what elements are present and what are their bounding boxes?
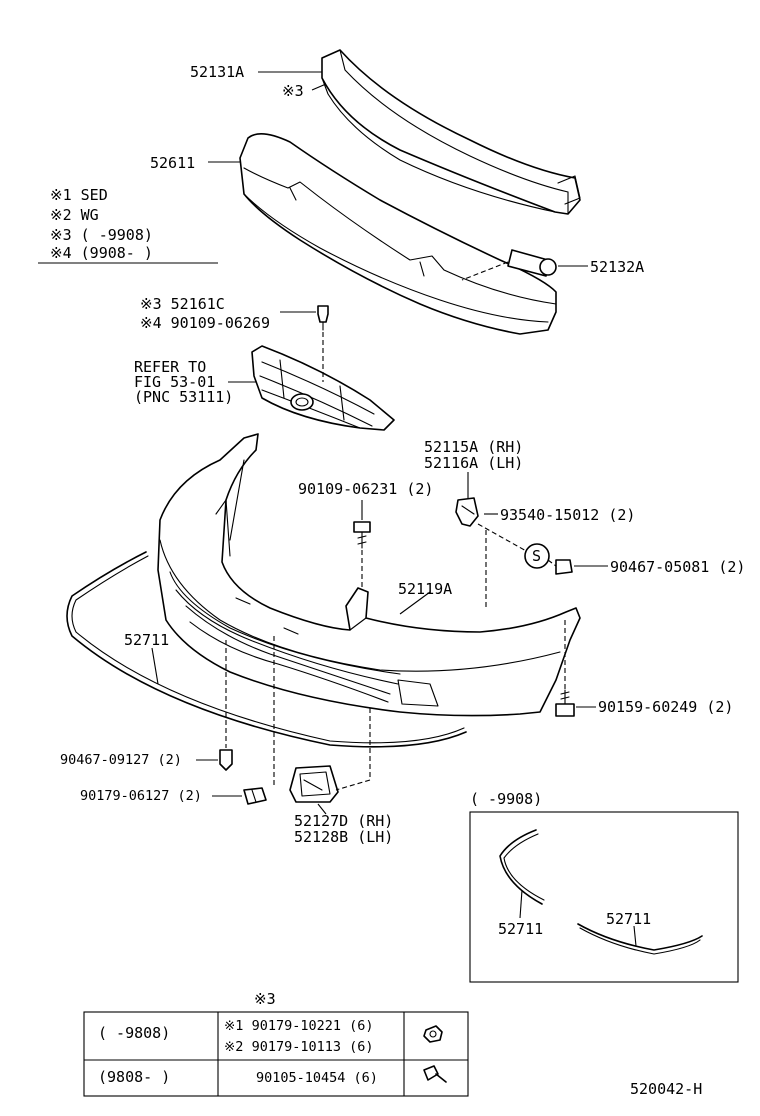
moulding-52711 (66, 551, 467, 748)
label-90467-09127: 90467-09127 (2) (60, 752, 182, 768)
legend: ※1 SED ※2 WG ※3 ( -9908) ※4 (9908- ) (38, 186, 218, 264)
legend-line-1: ※1 SED (50, 186, 108, 204)
fastener-table (83, 1011, 469, 1097)
label-52161c: ※3 52161C (140, 295, 225, 313)
fog-lamp-bezel-52127d (289, 765, 339, 803)
nut-icon (423, 1025, 443, 1043)
label-52115a: 52115A (RH) (424, 438, 523, 456)
inset-box (469, 811, 739, 983)
s-mark-circle (524, 543, 550, 569)
table-row2-period: (9808- ) (98, 1068, 170, 1086)
clip-52161c (317, 305, 329, 331)
inset-label-b: 52711 (606, 910, 651, 928)
table-row2-line1: 90105-10454 (6) (256, 1070, 378, 1086)
label-refer-1: REFER TO (134, 358, 206, 376)
label-52127d: 52127D (RH) (294, 812, 393, 830)
label-90109-06269: ※4 90109-06269 (140, 314, 270, 332)
inset-label-a: 52711 (498, 920, 543, 938)
table-row1-line1: ※1 90179-10221 (6) (224, 1018, 373, 1034)
label-refer-2: FIG 53-01 (134, 373, 215, 391)
label-90109-06231: 90109-06231 (2) (298, 480, 433, 498)
label-90467-05081: 90467-05081 (2) (610, 558, 745, 576)
inset-moulding-a (499, 829, 545, 905)
retainer-52115a (455, 497, 479, 527)
label-refer-3: (PNC 53111) (134, 388, 233, 406)
nut-90179-06127 (243, 787, 267, 805)
clip-90467-05081 (555, 559, 573, 575)
radiator-grille (251, 345, 395, 431)
bolt-90159-60249 (555, 689, 575, 717)
label-52611: 52611 (150, 154, 195, 172)
bumper-cover-52119a (157, 433, 581, 717)
reinforcement-beam-52131a (321, 49, 581, 215)
legend-line-3: ※3 ( -9908) (50, 226, 153, 244)
label-52128b: 52128B (LH) (294, 828, 393, 846)
label-52116a: 52116A (LH) (424, 454, 523, 472)
screw-90109-06231 (353, 521, 371, 549)
energy-absorber-52611 (239, 133, 557, 335)
label-52131a-note: ※3 (282, 82, 304, 100)
clip-90467-09127 (219, 749, 233, 771)
table-note: ※3 (254, 990, 276, 1008)
table-row1-period: ( -9808) (98, 1024, 170, 1042)
label-52711-main: 52711 (124, 631, 169, 649)
inset-moulding-b (577, 923, 703, 955)
table-row1-line2: ※2 90179-10113 (6) (224, 1039, 373, 1055)
diagram-code: 520042-H (630, 1080, 702, 1098)
label-90159-60249: 90159-60249 (2) (598, 698, 733, 716)
bolt-icon (423, 1065, 447, 1083)
label-52131a: 52131A (190, 63, 244, 81)
legend-line-4: ※4 (9908- ) (50, 244, 153, 262)
legend-line-2: ※2 WG (50, 206, 99, 224)
label-52132a: 52132A (590, 258, 644, 276)
label-52119a: 52119A (398, 580, 452, 598)
inset-title: ( -9908) (470, 790, 542, 808)
sleeve-52132a (507, 249, 557, 277)
label-s-mark: S (532, 547, 541, 565)
label-93540-15012: 93540-15012 (2) (500, 506, 635, 524)
label-90179-06127: 90179-06127 (2) (80, 788, 202, 804)
